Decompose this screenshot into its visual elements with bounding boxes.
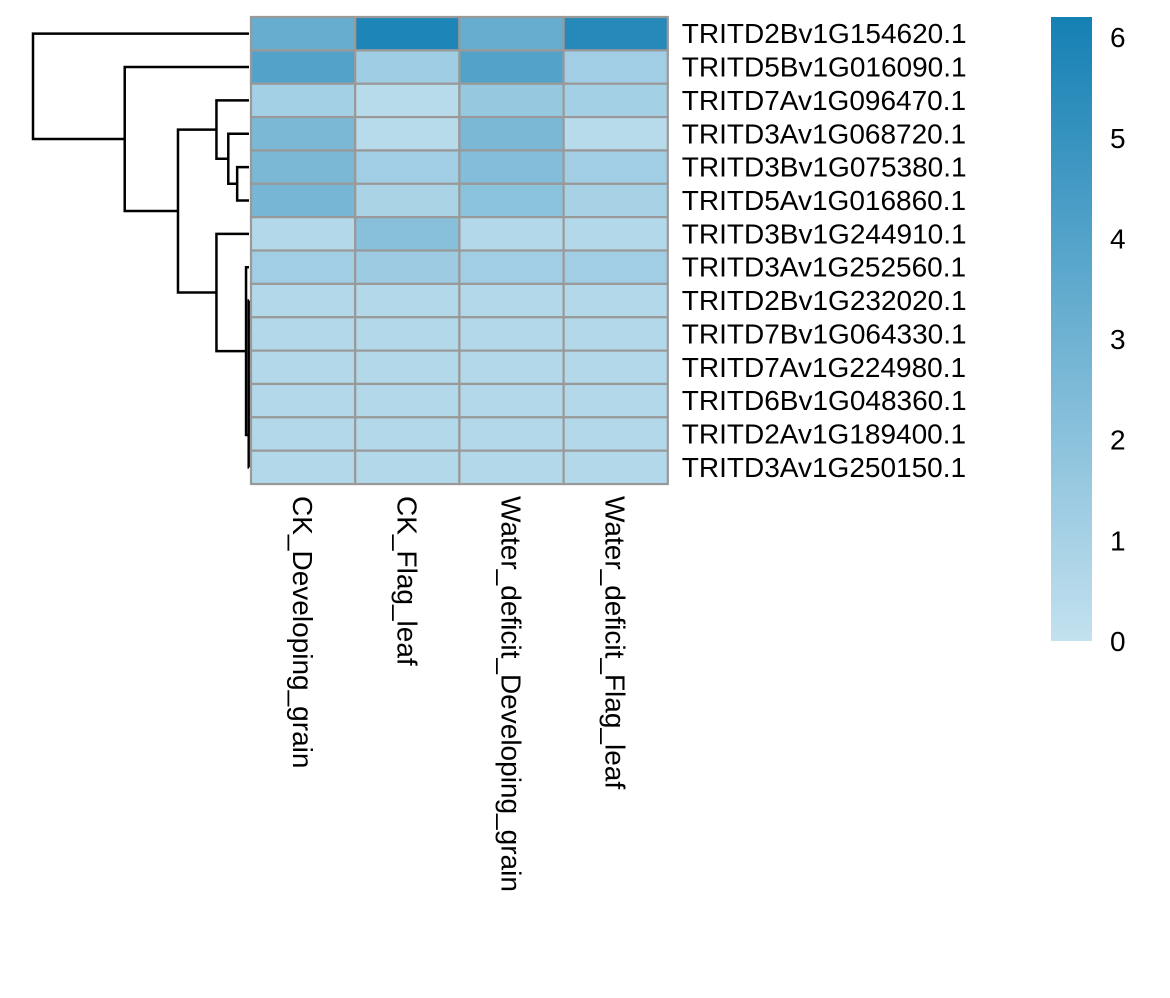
legend-tick-label: 4 <box>1110 223 1126 254</box>
heatmap-cell <box>249 282 357 319</box>
column-labels: CK_Developing_grain CK_Flag_leaf Water_def… <box>287 496 631 892</box>
heatmap-cell <box>562 82 669 119</box>
row-label: TRITD3Bv1G075380.1 <box>682 152 967 183</box>
color-legend: 0 1 2 3 4 5 6 <box>1051 17 1126 657</box>
dendrogram-branch <box>31 32 249 141</box>
heatmap-cell <box>249 249 357 285</box>
heatmap-cell <box>458 82 565 119</box>
column-label: CK_Developing_grain <box>287 496 318 768</box>
row-label: TRITD3Bv1G244910.1 <box>682 218 967 249</box>
heatmap-cell <box>458 216 565 252</box>
legend-tick-label: 6 <box>1110 22 1126 53</box>
dendrogram-branch <box>215 232 249 353</box>
heatmap-cell <box>249 349 357 386</box>
heatmap-cell <box>458 316 565 352</box>
heatmap-cell <box>458 149 565 185</box>
heatmap-cell <box>458 249 565 285</box>
row-label: TRITD2Av1G189400.1 <box>682 419 966 450</box>
heatmap-cell <box>249 382 357 419</box>
heatmap-cell <box>249 416 357 452</box>
heatmap-cell <box>354 449 461 486</box>
heatmap-cell <box>249 82 357 119</box>
heatmap-cell <box>354 316 461 352</box>
dendrogram-branch <box>176 128 217 294</box>
legend-tick-label: 2 <box>1110 425 1126 456</box>
heatmap-cell <box>458 182 565 219</box>
heatmap-cell <box>562 182 669 219</box>
row-label: TRITD7Av1G224980.1 <box>682 352 966 383</box>
dendrogram-branch <box>227 132 249 186</box>
heatmap-cell <box>562 449 669 486</box>
heatmap-cell <box>562 349 669 386</box>
heatmap-cell <box>562 416 669 452</box>
heatmap-cell <box>354 115 461 152</box>
heatmap-cell <box>562 316 669 352</box>
heatmap-cell <box>458 15 565 52</box>
heatmap-cell <box>354 182 461 219</box>
row-labels: TRITD2Bv1G154620.1TRITD5Bv1G016090.1TRIT… <box>682 18 967 483</box>
column-label: Water_deficit_Developing_grain <box>496 496 527 892</box>
heatmap-cell <box>354 349 461 386</box>
heatmap-cell <box>354 49 461 85</box>
row-dendrogram <box>31 32 250 469</box>
row-label: TRITD7Av1G096470.1 <box>682 85 966 116</box>
row-label: TRITD2Bv1G154620.1 <box>682 18 967 49</box>
row-label: TRITD6Bv1G048360.1 <box>682 385 967 416</box>
heatmap-cell <box>458 449 565 486</box>
heatmap-cell <box>354 382 461 419</box>
heatmap-cell <box>249 449 357 486</box>
heatmap-cell <box>249 115 357 152</box>
row-label: TRITD3Av1G068720.1 <box>682 118 966 149</box>
heatmap-cell <box>458 115 565 152</box>
heatmap-cell <box>562 115 669 152</box>
heatmap-cell <box>249 316 357 352</box>
heatmap-cell <box>562 282 669 319</box>
heatmap-cell <box>562 216 669 252</box>
heatmap-cell <box>354 282 461 319</box>
heatmap-cell <box>458 49 565 85</box>
row-label: TRITD7Bv1G064330.1 <box>682 318 967 349</box>
dendrogram-branch <box>123 65 249 213</box>
heatmap-cell <box>458 349 565 386</box>
row-label: TRITD3Av1G252560.1 <box>682 252 966 283</box>
legend-tick-label: 0 <box>1110 626 1126 657</box>
column-label: Water_deficit_Flag_leaf <box>600 496 631 789</box>
heatmap-cell <box>562 49 669 85</box>
heatmap-cell <box>249 216 357 252</box>
column-label: CK_Flag_leaf <box>391 496 422 666</box>
heatmap-cell <box>458 416 565 452</box>
heatmap-cell <box>354 216 461 252</box>
heatmap-cells <box>249 15 669 486</box>
heatmap-cell <box>458 382 565 419</box>
heatmap-cell <box>354 149 461 185</box>
legend-color-bar <box>1051 17 1092 641</box>
row-label: TRITD2Bv1G232020.1 <box>682 285 967 316</box>
dendrogram-branch <box>235 165 249 202</box>
heatmap-cell <box>562 382 669 419</box>
heatmap-cell <box>562 149 669 185</box>
heatmap-cell <box>249 49 357 85</box>
dendrogram-branch <box>215 99 249 161</box>
heatmap-cell <box>354 249 461 285</box>
row-label: TRITD5Av1G016860.1 <box>682 185 966 216</box>
heatmap-cell <box>458 282 565 319</box>
heatmap-cell <box>249 15 357 52</box>
row-label: TRITD5Bv1G016090.1 <box>682 52 967 83</box>
heatmap-cell <box>354 416 461 452</box>
legend-tick-label: 5 <box>1110 123 1126 154</box>
legend-tick-label: 1 <box>1110 525 1126 556</box>
heatmap-cell <box>562 249 669 285</box>
legend-tick-label: 3 <box>1110 324 1126 355</box>
row-label: TRITD3Av1G250150.1 <box>682 452 966 483</box>
heatmap-cell <box>354 15 461 52</box>
heatmap-cell <box>562 15 669 52</box>
heatmap-cell <box>249 182 357 219</box>
heatmap-cell <box>354 82 461 119</box>
heatmap-cell <box>249 149 357 185</box>
